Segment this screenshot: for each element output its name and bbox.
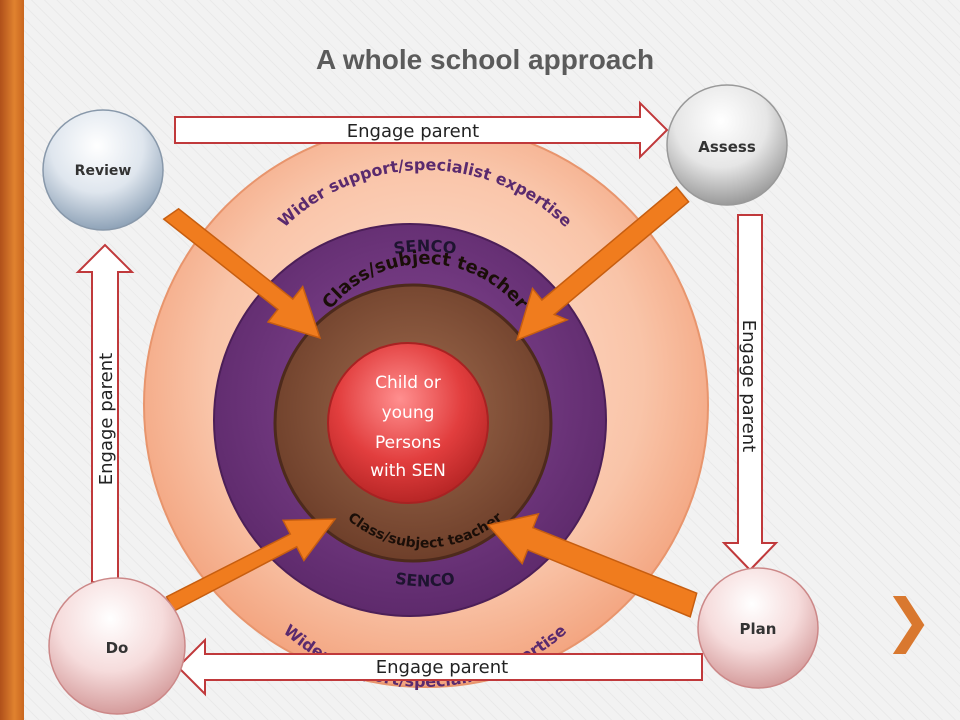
engage-arrow-right (721, 214, 779, 572)
left-accent-strip (0, 0, 24, 720)
engage-parent-left-label: Engage parent (96, 353, 117, 485)
engage-arrow-bottom (176, 637, 703, 697)
center-label-line4: with SEN (370, 461, 446, 481)
do-stage-circle (48, 577, 186, 715)
engage-parent-bottom-label: Engage parent (376, 657, 508, 678)
senco-label-top: SENCO (392, 236, 457, 258)
plan-stage-circle (697, 567, 819, 689)
engage-parent-right-label: Engage parent (738, 320, 759, 452)
orange-arrow-from-do (165, 518, 337, 613)
engage-arrow-left (75, 243, 135, 583)
review-stage-circle (42, 109, 164, 231)
orange-arrow-from-plan (486, 512, 698, 618)
chevron-right-icon[interactable]: ❯ (884, 586, 933, 654)
senco-label-bottom: SENCO (394, 569, 456, 591)
page-title: A whole school approach (315, 44, 655, 75)
center-label-line3: Persons (375, 433, 441, 453)
assess-label: Assess (698, 138, 756, 156)
orange-arrow-from-review (162, 207, 322, 340)
center-label-line2: young (382, 403, 435, 423)
engage-arrow-top (174, 100, 669, 160)
plan-label: Plan (740, 620, 777, 638)
engage-parent-top-label: Engage parent (347, 121, 479, 142)
orange-arrow-from-assess (515, 186, 690, 342)
assess-stage-circle (666, 84, 788, 206)
do-label: Do (106, 639, 129, 657)
center-child-circle (327, 342, 489, 504)
center-label: Child or young Persons with SEN (370, 373, 446, 481)
review-label: Review (75, 163, 132, 179)
center-label-line1: Child or (375, 373, 441, 393)
